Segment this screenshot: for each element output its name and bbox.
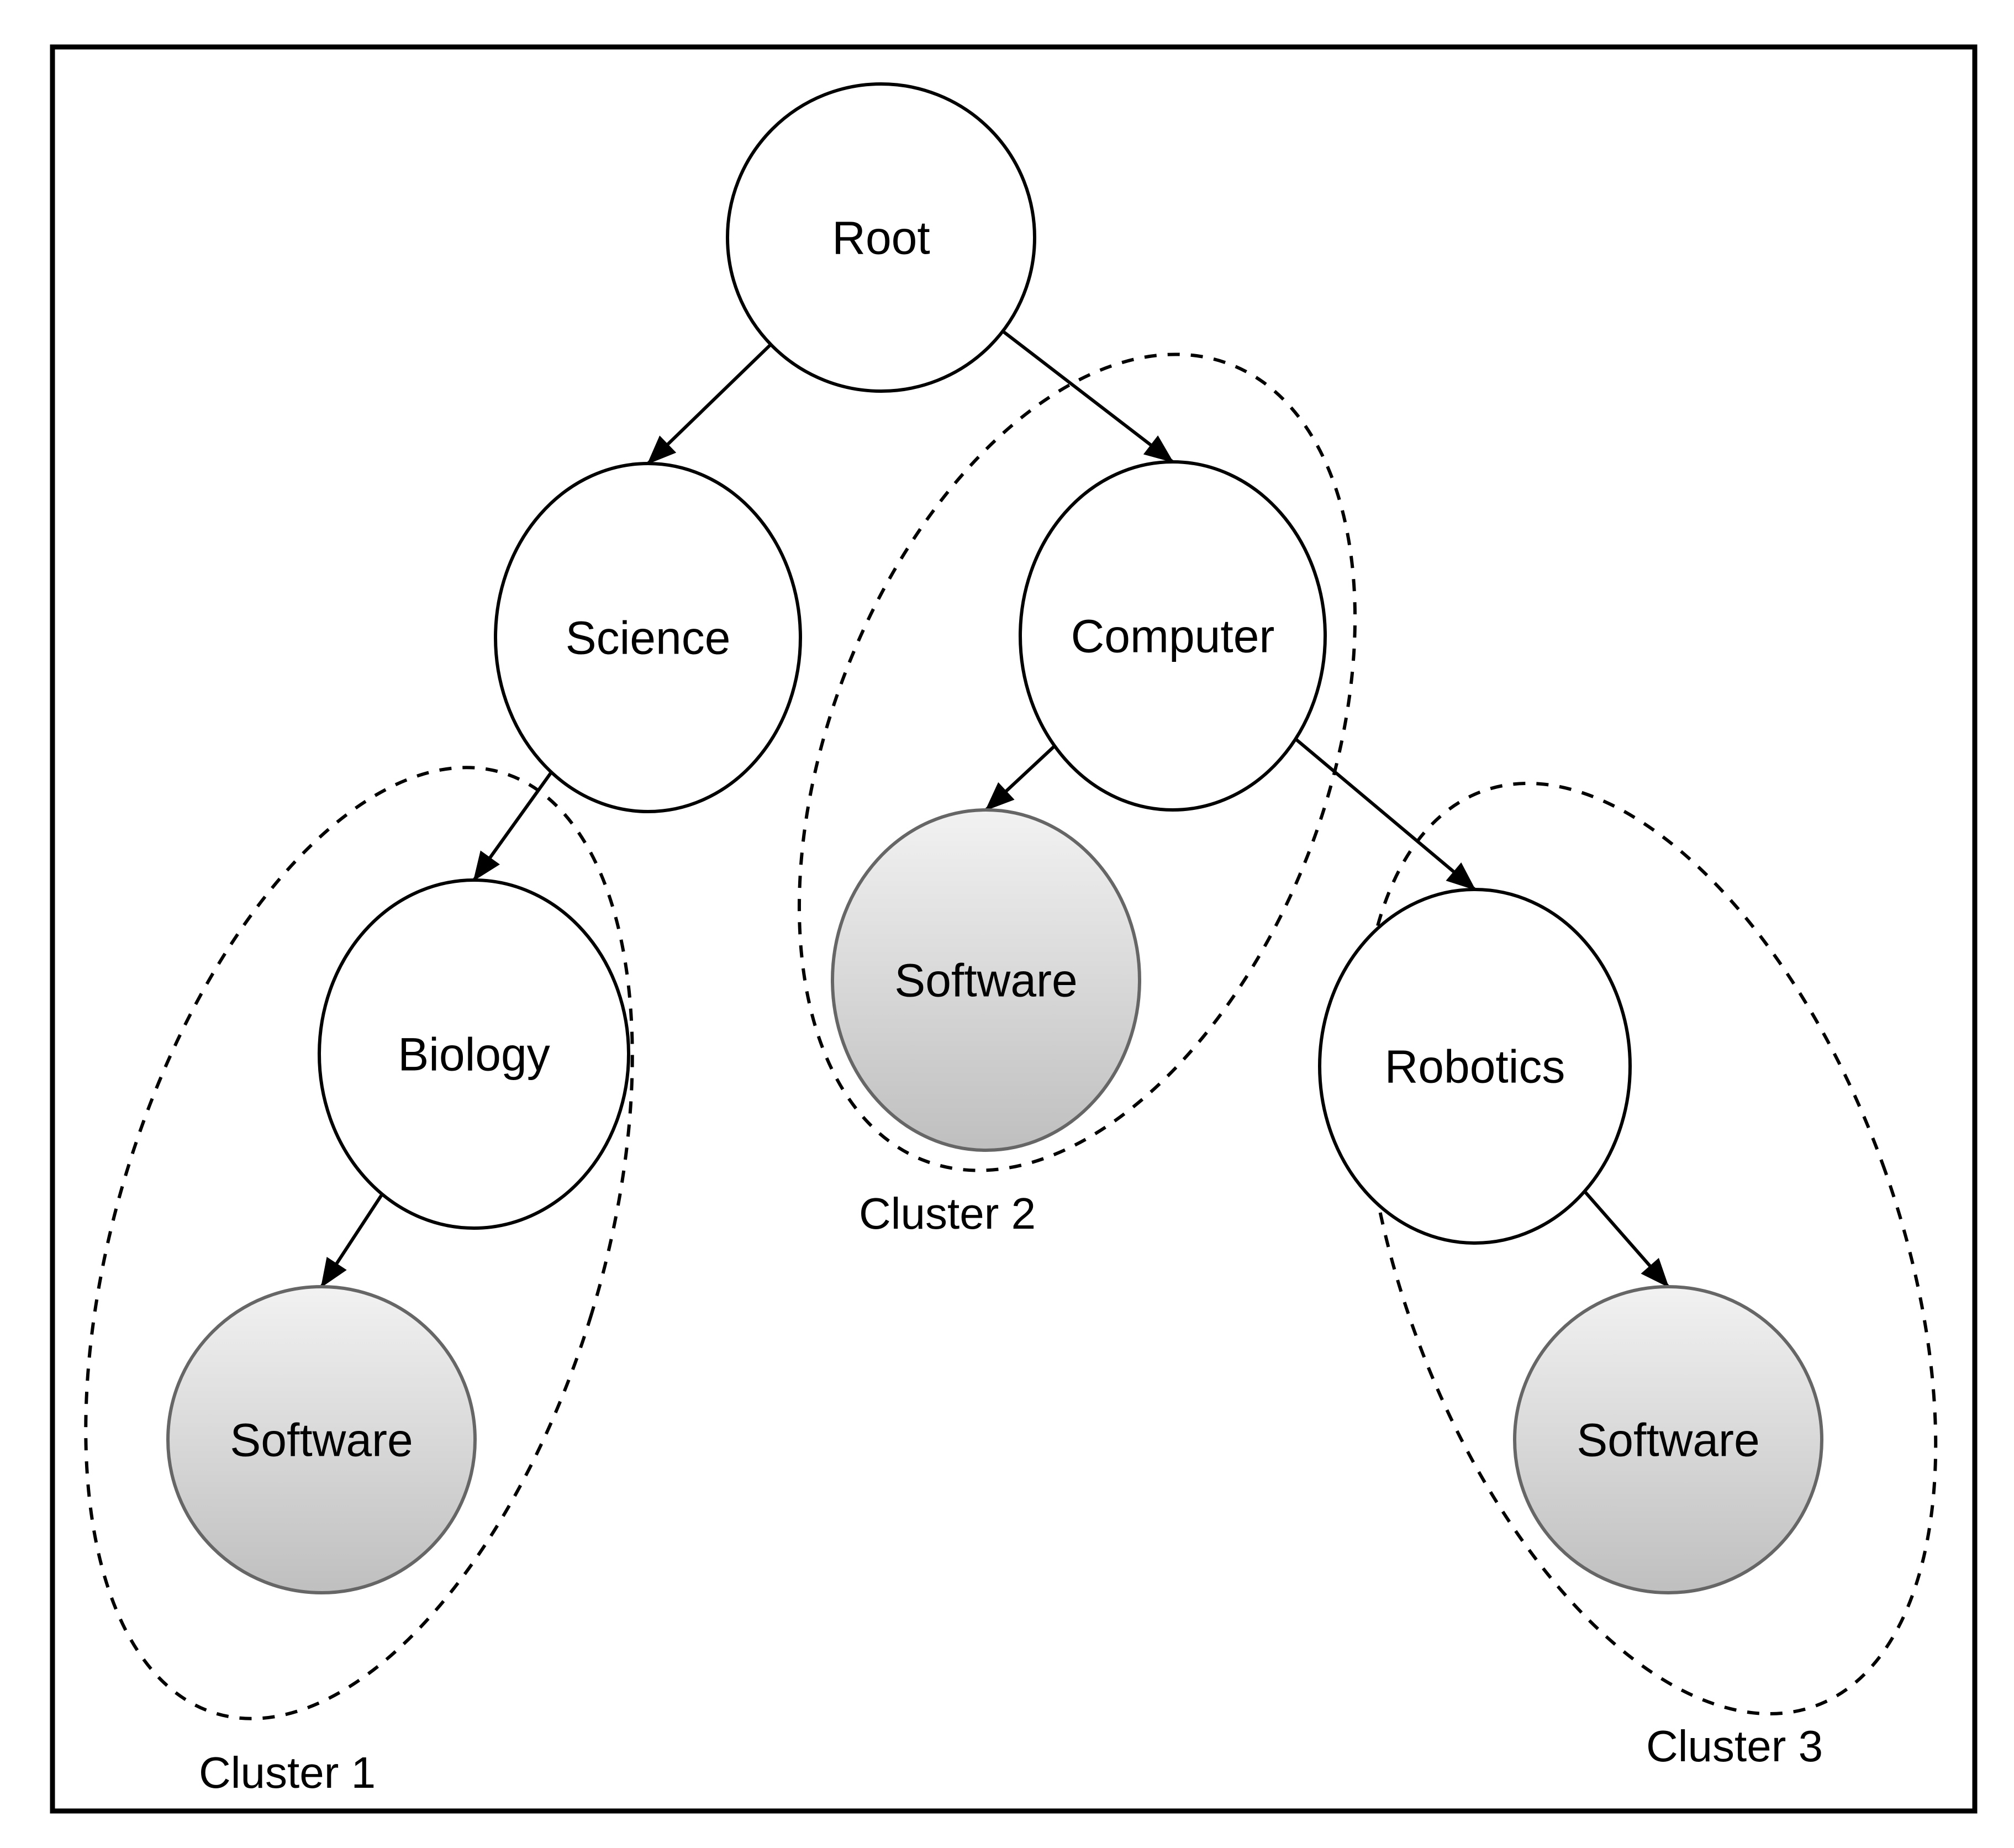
node-software-right: Software: [1513, 1285, 1823, 1594]
cluster-layer: Cluster 1 Cluster 2 Cluster 3: [84, 352, 1938, 1797]
node-robotics-shape: [1318, 888, 1632, 1245]
node-software-left: Software: [166, 1285, 477, 1594]
node-biology-label: Biology: [398, 1028, 550, 1080]
node-root: Root: [726, 82, 1036, 393]
edge-biology-to-software-left: [320, 1193, 384, 1288]
node-computer: Computer: [1019, 460, 1327, 812]
cluster-2-ellipse: [797, 352, 1357, 1172]
node-root-label: Root: [832, 212, 930, 264]
node-root-shape: [726, 82, 1036, 393]
edge-layer: [320, 330, 1670, 1288]
edge-computer-to-software-mid: [984, 745, 1056, 812]
node-computer-shape: [1019, 460, 1327, 812]
node-software-mid-shape: [831, 808, 1141, 1152]
node-computer-label: Computer: [1071, 610, 1275, 662]
edge-root-to-computer: [1001, 330, 1174, 464]
node-biology: Biology: [318, 878, 630, 1230]
edge-root-to-science: [646, 343, 772, 465]
cluster-3-label: Cluster 3: [1646, 1721, 1823, 1771]
node-software-mid-label: Software: [894, 954, 1078, 1006]
cluster-1-ellipse: [84, 766, 634, 1720]
edge-robotics-to-software-right: [1583, 1190, 1670, 1288]
diagram-frame: [50, 44, 1978, 1814]
node-software-right-label: Software: [1577, 1414, 1760, 1466]
node-robotics-label: Robotics: [1385, 1040, 1565, 1092]
node-software-right-shape: [1513, 1285, 1823, 1594]
node-software-left-label: Software: [230, 1414, 413, 1466]
node-science-label: Science: [566, 612, 731, 664]
node-robotics: Robotics: [1318, 888, 1632, 1245]
cluster-1-label: Cluster 1: [199, 1748, 376, 1797]
cluster-2-label: Cluster 2: [859, 1189, 1036, 1238]
edge-science-to-biology: [472, 771, 553, 881]
cluster-3-ellipse: [1360, 781, 1938, 1716]
node-science: Science: [494, 462, 802, 813]
node-software-left-shape: [166, 1285, 477, 1594]
node-science-shape: [494, 462, 802, 813]
edge-computer-to-robotics: [1294, 738, 1476, 891]
node-biology-shape: [318, 878, 630, 1230]
node-software-mid: Software: [831, 808, 1141, 1152]
